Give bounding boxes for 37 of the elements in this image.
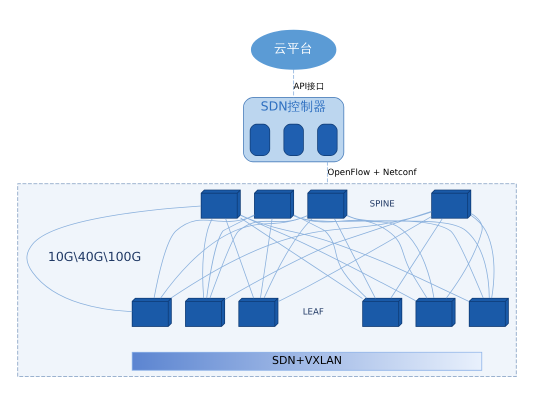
connector xyxy=(293,214,368,298)
connector xyxy=(26,206,202,312)
label: SPINE xyxy=(370,199,395,210)
connector xyxy=(446,212,483,298)
cluster: SDN控制器 xyxy=(243,97,344,162)
connector xyxy=(293,69,294,98)
connector xyxy=(225,218,254,299)
connector xyxy=(326,161,328,184)
connector xyxy=(470,214,494,298)
connector xyxy=(346,215,434,298)
cluster xyxy=(17,183,517,377)
edge-label: OpenFlow + Netconf xyxy=(328,168,417,178)
connector xyxy=(264,218,313,298)
connector xyxy=(202,218,213,299)
edge-label: API接口 xyxy=(294,82,326,92)
node-server xyxy=(250,124,270,156)
node-server xyxy=(317,124,338,156)
connector xyxy=(210,215,308,298)
connector xyxy=(224,210,432,300)
connector xyxy=(278,216,432,302)
connector xyxy=(334,218,376,299)
connector xyxy=(206,214,255,298)
connector xyxy=(293,215,484,298)
connector xyxy=(293,215,428,299)
label: 10G\40G\100G xyxy=(48,249,142,264)
connector xyxy=(170,212,432,298)
connector xyxy=(160,215,308,299)
node-server xyxy=(283,124,304,156)
label: LEAF xyxy=(302,308,324,318)
connector xyxy=(346,215,490,298)
node-box: SDN+VXLAN xyxy=(132,352,482,371)
connector xyxy=(154,215,255,298)
connector xyxy=(240,214,416,302)
connector xyxy=(390,218,443,299)
node-ellipse: 云平台 xyxy=(250,30,336,70)
connector xyxy=(260,218,273,298)
connector xyxy=(240,218,363,299)
